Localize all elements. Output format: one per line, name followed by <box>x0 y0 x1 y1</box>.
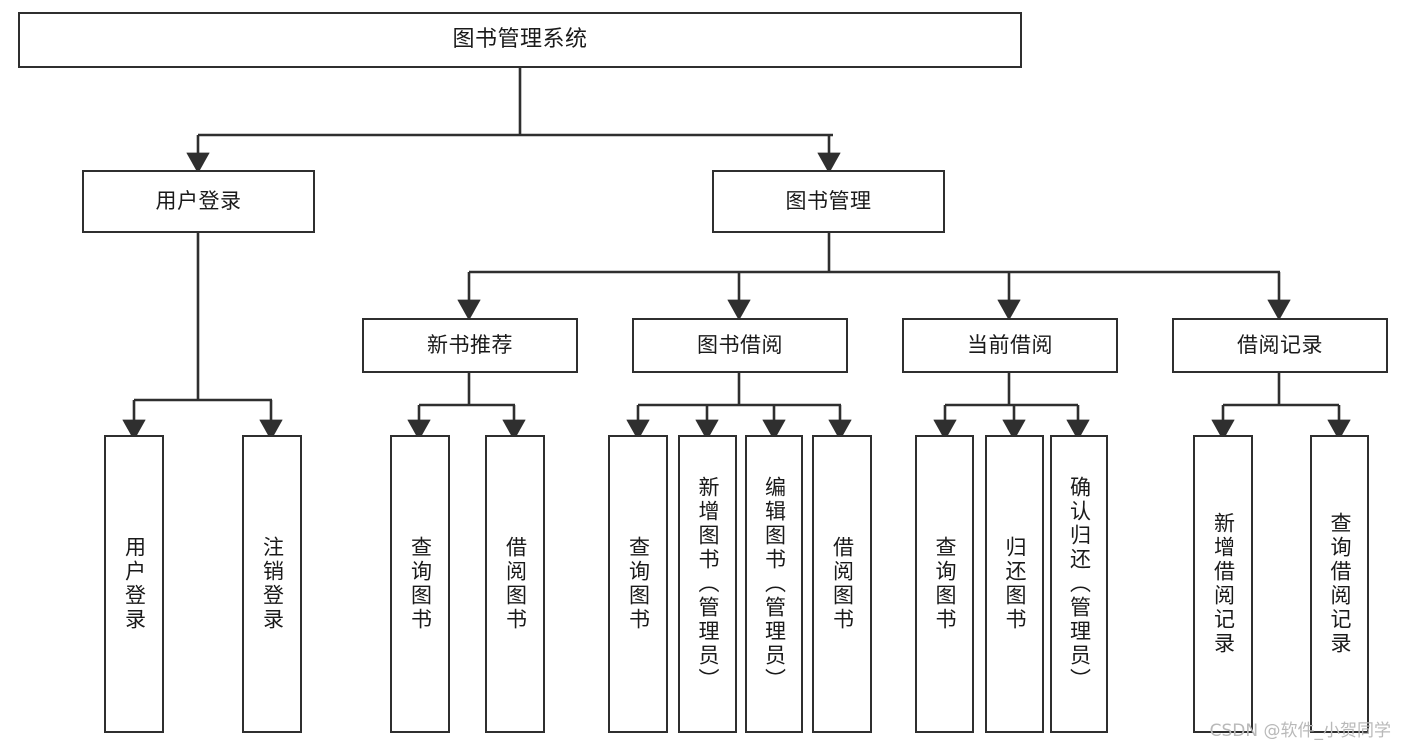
node-label: 用户登录 <box>155 189 242 214</box>
node-book-manage[interactable]: 图书管理 <box>712 170 945 233</box>
node-label: 查询借阅记录 <box>1328 512 1353 656</box>
node-label: 查询图书 <box>626 536 651 632</box>
node-leaf-return-book[interactable]: 归还图书 <box>985 435 1044 733</box>
node-label: 归还图书 <box>1003 536 1028 632</box>
node-label: 当前借阅 <box>967 333 1053 358</box>
node-leaf-query-record[interactable]: 查询借阅记录 <box>1310 435 1369 733</box>
node-leaf-edit-book[interactable]: 编辑图书（管理员） <box>745 435 803 733</box>
node-user-login[interactable]: 用户登录 <box>82 170 315 233</box>
node-label: 确认归还（管理员） <box>1067 476 1092 692</box>
node-label: 图书管理 <box>785 189 872 214</box>
csdn-watermark: CSDN @软件_小贺同学 <box>1209 721 1391 741</box>
node-label: 注销登录 <box>260 536 285 632</box>
node-leaf-add-book[interactable]: 新增图书（管理员） <box>678 435 737 733</box>
node-label: 借阅图书 <box>830 536 855 632</box>
node-leaf-user-logout[interactable]: 注销登录 <box>242 435 302 733</box>
node-leaf-query-book-2[interactable]: 查询图书 <box>608 435 668 733</box>
node-label: 图书借阅 <box>697 333 783 358</box>
node-book-borrow[interactable]: 图书借阅 <box>632 318 848 373</box>
node-leaf-confirm-return[interactable]: 确认归还（管理员） <box>1050 435 1108 733</box>
node-label: 查询图书 <box>408 536 433 632</box>
node-current-borrow[interactable]: 当前借阅 <box>902 318 1118 373</box>
node-leaf-query-book-1[interactable]: 查询图书 <box>390 435 450 733</box>
node-new-book-recommend[interactable]: 新书推荐 <box>362 318 578 373</box>
node-label: 借阅图书 <box>503 536 528 632</box>
node-label: 新增借阅记录 <box>1211 512 1236 656</box>
node-label: 查询图书 <box>933 536 958 632</box>
node-label: 借阅记录 <box>1237 333 1323 358</box>
node-label: 图书管理系统 <box>452 27 588 53</box>
node-leaf-borrow-book-2[interactable]: 借阅图书 <box>812 435 872 733</box>
node-label: 新增图书（管理员） <box>696 476 721 692</box>
node-label: 用户登录 <box>122 536 147 632</box>
node-borrow-record[interactable]: 借阅记录 <box>1172 318 1388 373</box>
node-leaf-query-book-3[interactable]: 查询图书 <box>915 435 974 733</box>
node-root-book-management-system[interactable]: 图书管理系统 <box>18 12 1022 68</box>
node-label: 编辑图书（管理员） <box>762 476 787 692</box>
node-leaf-borrow-book-1[interactable]: 借阅图书 <box>485 435 545 733</box>
node-leaf-user-login[interactable]: 用户登录 <box>104 435 164 733</box>
node-label: 新书推荐 <box>427 333 513 358</box>
node-leaf-add-record[interactable]: 新增借阅记录 <box>1193 435 1253 733</box>
